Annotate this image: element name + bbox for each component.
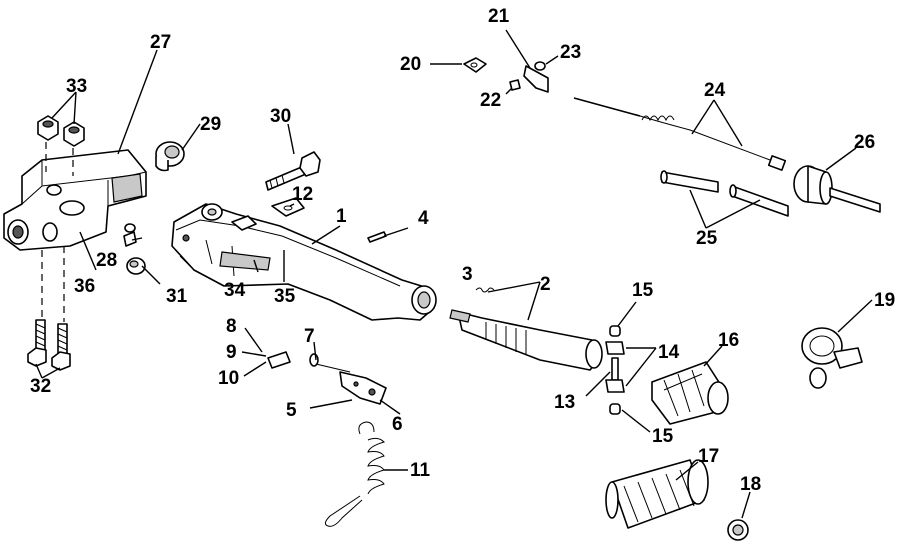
callout-11: 11 [410,460,431,481]
throttle-grip [605,459,709,529]
callout-14: 14 [658,342,680,363]
mounting-bolts [27,246,71,371]
bushing [155,141,185,172]
callout-19: 19 [874,290,895,311]
callout-20: 20 [400,54,421,75]
cable-sleeves [660,170,789,217]
callout-15-top: 15 [632,280,654,301]
tiller-arm [171,203,437,321]
callout-21: 21 [488,6,510,27]
callout-27: 27 [150,32,171,53]
choke-fitting [267,351,319,369]
callout-23: 23 [560,42,581,63]
throttle-cable [573,97,787,171]
callout-15-bottom: 15 [652,426,674,447]
callout-30: 30 [270,106,291,127]
callout-28: 28 [96,250,117,271]
throttle-shaft [449,309,603,371]
leader-lines [35,29,873,519]
callout-33: 33 [66,76,87,97]
callout-10: 10 [218,368,239,389]
safety-lanyard [324,421,385,527]
callout-12: 12 [292,184,313,205]
callout-24: 24 [704,80,726,101]
callout-labels: 1 2 3 4 5 6 7 8 9 10 11 12 13 14 15 15 1… [30,6,895,495]
callout-9: 9 [226,342,237,363]
callout-18: 18 [740,474,761,495]
small-spring [475,287,495,293]
callout-22: 22 [480,90,501,111]
friction-knob [801,327,863,389]
end-cap [126,257,146,275]
callout-36: 36 [74,276,95,297]
shaft-pins [605,325,625,415]
washer [727,519,749,541]
callout-29: 29 [200,114,221,135]
callout-6: 6 [392,414,403,435]
callout-26: 26 [854,132,875,153]
callout-7: 7 [304,326,315,347]
roll-pin [367,231,387,243]
callout-1: 1 [336,206,347,227]
long-bolt [265,151,321,191]
grease-fitting [123,223,137,247]
callout-13: 13 [554,392,575,413]
stop-switch [315,363,387,405]
pivot-bracket [3,149,147,251]
cable-bracket-set [463,57,549,93]
callout-4: 4 [418,208,429,229]
callout-3: 3 [462,264,473,285]
callout-17: 17 [698,446,719,467]
callout-25: 25 [696,228,718,249]
throttle-grip-inner [651,361,729,425]
callout-16: 16 [718,330,739,351]
callout-5: 5 [286,400,297,421]
retaining-clip [271,197,305,217]
callout-35: 35 [274,286,296,307]
callout-2: 2 [540,274,551,295]
callout-34: 34 [224,280,246,301]
callout-8: 8 [226,316,237,337]
cable-end-fitting [793,165,881,213]
callout-32: 32 [30,376,51,397]
callout-31: 31 [166,286,188,307]
